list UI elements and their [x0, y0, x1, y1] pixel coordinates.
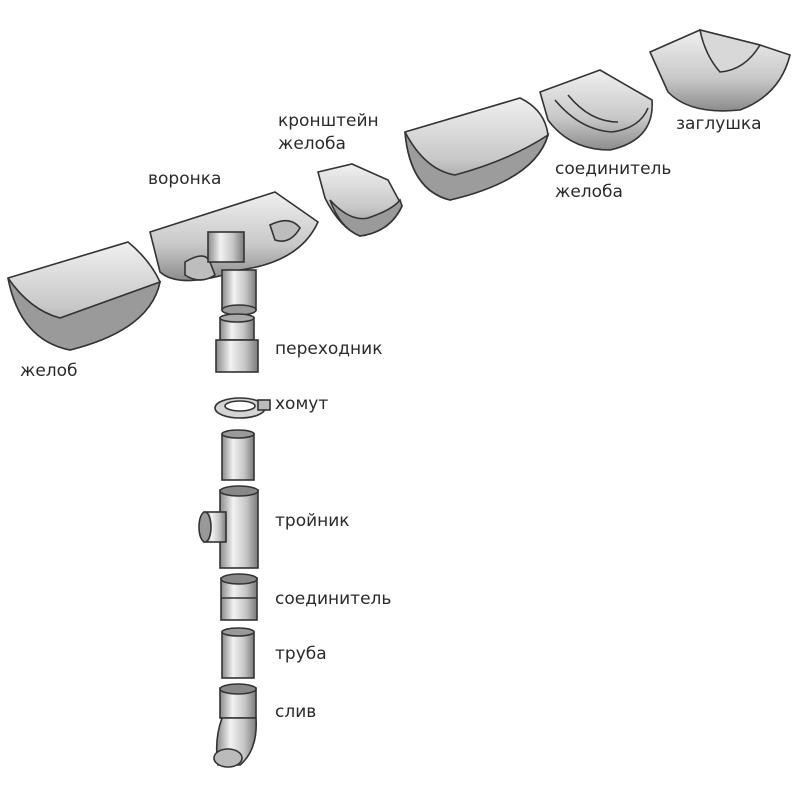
label-gutter: желоб [20, 361, 78, 381]
label-pipe: труба [275, 644, 327, 664]
outlet-part [213, 683, 257, 768]
gutter-part-2 [404, 97, 550, 201]
label-bracket-line2: желоба [278, 134, 346, 154]
tee-part [198, 485, 259, 569]
label-end-cap: заглушка [676, 114, 762, 134]
adapter-part [215, 313, 259, 373]
bracket-part [317, 163, 403, 237]
label-tee: тройник [275, 511, 350, 531]
clamp-part [214, 397, 271, 419]
label-adapter: переходник [275, 339, 383, 359]
label-bracket-line1: кронштейн [278, 111, 379, 131]
label-bracket: кронштейн желоба [278, 110, 379, 156]
funnel-part [149, 191, 320, 316]
pipe-part [221, 627, 255, 679]
label-gutter-connector-line2: желоба [555, 182, 623, 202]
label-funnel: воронка [148, 169, 222, 189]
gutter-part [7, 241, 162, 351]
connector-part [220, 573, 258, 621]
label-connector: соединитель [275, 589, 392, 609]
label-outlet: слив [275, 702, 317, 722]
label-gutter-connector-line1: соединитель [555, 159, 672, 179]
label-gutter-connector: соединитель желоба [555, 158, 671, 204]
label-clamp: хомут [275, 394, 329, 414]
end-cap-part [648, 28, 791, 112]
pipe-segment-part [221, 429, 255, 481]
gutter-connector-part [539, 69, 653, 151]
